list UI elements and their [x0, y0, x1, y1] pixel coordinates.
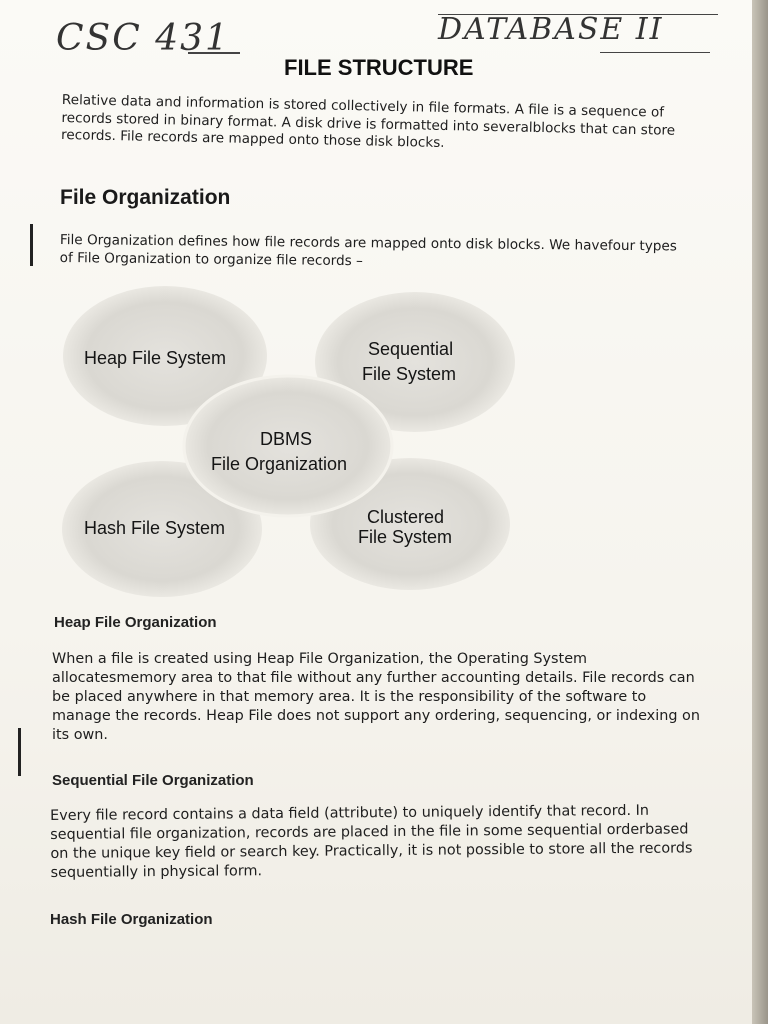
center-label-line2: File Organization — [211, 454, 347, 474]
clustered-label-line2: File System — [358, 527, 452, 547]
section-heading-hash: Hash File Organization — [50, 911, 213, 928]
document-page: CSC 431 DATABASE II FILE STRUCTURE Relat… — [0, 0, 752, 1024]
section-heading-sequential: Sequential File Organization — [52, 772, 254, 789]
handwriting-overline — [438, 14, 718, 15]
page-edge-shadow — [752, 0, 768, 1024]
page-title: FILE STRUCTURE — [284, 55, 474, 80]
heap-ellipse — [63, 286, 267, 426]
sequential-paragraph: Every file record contains a data field … — [50, 802, 693, 881]
handwriting-underline — [600, 52, 710, 53]
margin-mark — [30, 224, 33, 266]
center-label-line1: DBMS — [260, 429, 312, 449]
sequential-ellipse — [315, 292, 515, 432]
handwriting-underline — [188, 52, 240, 54]
heap-paragraph: When a file is created using Heap File O… — [52, 651, 700, 743]
handwritten-subject: DATABASE II — [438, 12, 664, 47]
clustered-label-line1: Clustered — [367, 507, 444, 527]
sequential-label-line1: Sequential — [368, 339, 453, 359]
section-heading-file-organization: File Organization — [60, 186, 231, 209]
hash-label: Hash File System — [84, 518, 225, 538]
file-organization-diagram: Heap File System Sequential File System … — [62, 286, 515, 597]
heap-label: Heap File System — [84, 348, 226, 368]
file-organization-paragraph: File Organization defines how file recor… — [59, 232, 678, 269]
margin-mark — [18, 728, 21, 776]
sequential-label-line2: File System — [362, 364, 456, 384]
section-heading-heap: Heap File Organization — [54, 614, 217, 631]
center-ellipse — [182, 374, 394, 518]
intro-paragraph: Relative data and information is stored … — [60, 92, 676, 152]
